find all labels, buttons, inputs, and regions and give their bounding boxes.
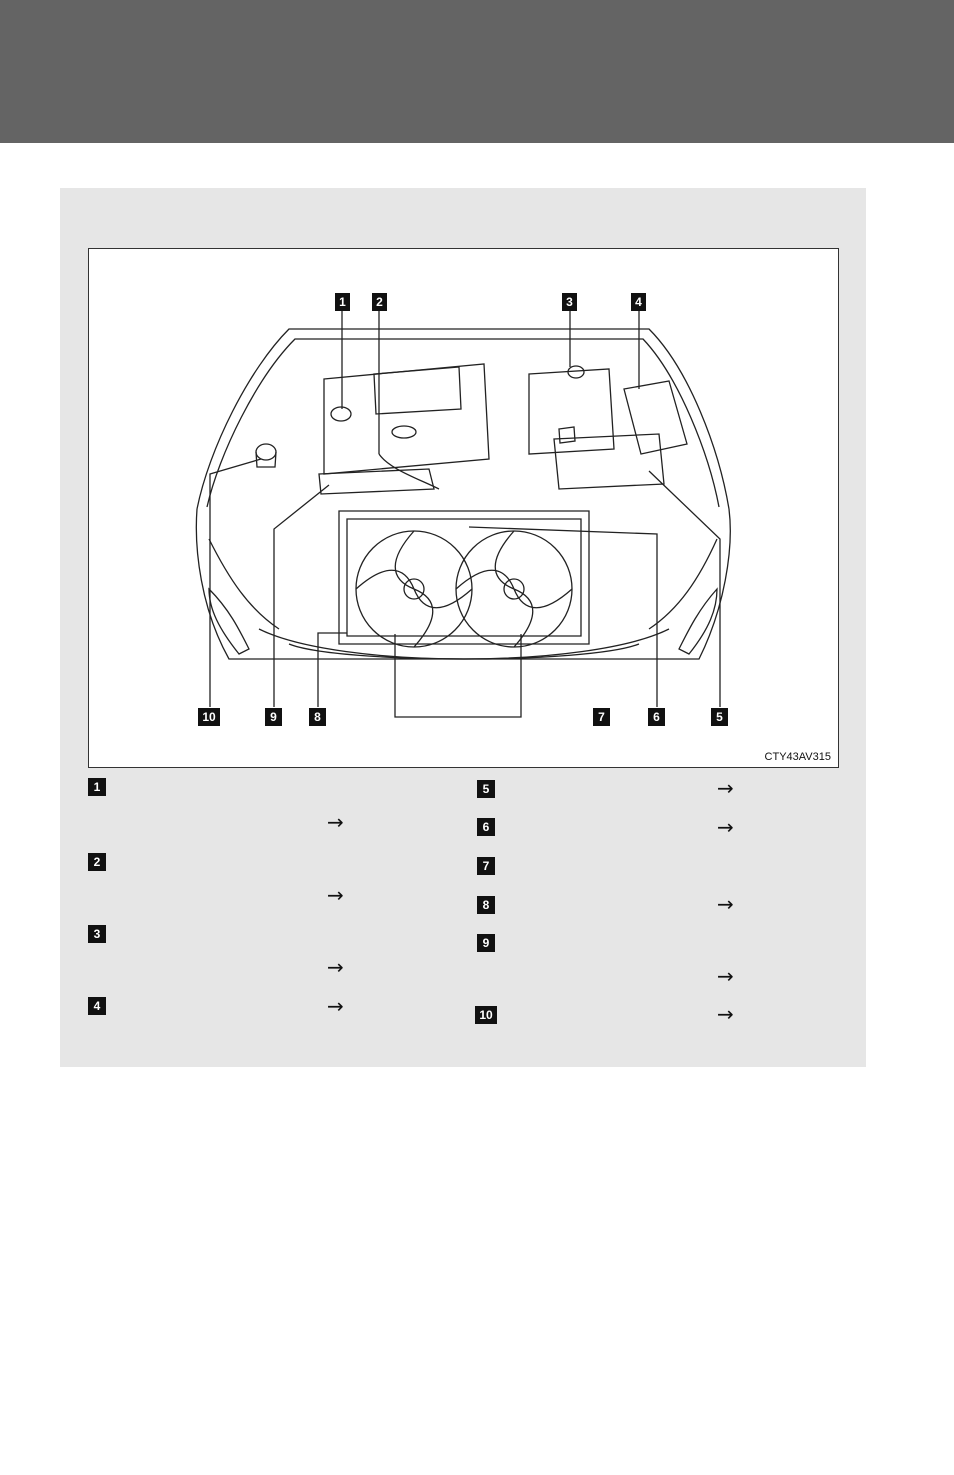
legend-arrow-6: → [717,815,734,839]
legend-badge-1: 1 [88,778,106,796]
legend-badge-2: 2 [88,853,106,871]
callout-3: 3 [562,293,577,311]
legend-badge-10: 10 [475,1006,497,1024]
legend-arrow-10: → [717,1002,734,1026]
callout-7: 7 [593,708,610,726]
legend-arrow-2: → [327,883,344,907]
legend-arrow-9: → [717,964,734,988]
callout-2: 2 [372,293,387,311]
legend-arrow-1: → [327,810,344,834]
callout-8: 8 [309,708,326,726]
callout-10: 10 [198,708,220,726]
legend-badge-6: 6 [477,818,495,836]
header-band [0,0,954,143]
engine-compartment-figure: 1 2 3 4 10 9 8 7 6 5 CTY43AV315 [88,248,839,768]
callout-9: 9 [265,708,282,726]
figure-code: CTY43AV315 [764,751,831,763]
legend-badge-9: 9 [477,934,495,952]
callout-1: 1 [335,293,350,311]
legend-arrow-4: → [327,994,344,1018]
legend-badge-5: 5 [477,780,495,798]
callout-6: 6 [648,708,665,726]
legend-arrow-3: → [327,955,344,979]
callout-5: 5 [711,708,728,726]
legend-badge-7: 7 [477,857,495,875]
callout-4: 4 [631,293,646,311]
legend-badge-3: 3 [88,925,106,943]
legend-arrow-5: → [717,776,734,800]
legend-badge-8: 8 [477,896,495,914]
engine-compartment-illustration [195,311,731,718]
legend-arrow-8: → [717,892,734,916]
legend-badge-4: 4 [88,997,106,1015]
